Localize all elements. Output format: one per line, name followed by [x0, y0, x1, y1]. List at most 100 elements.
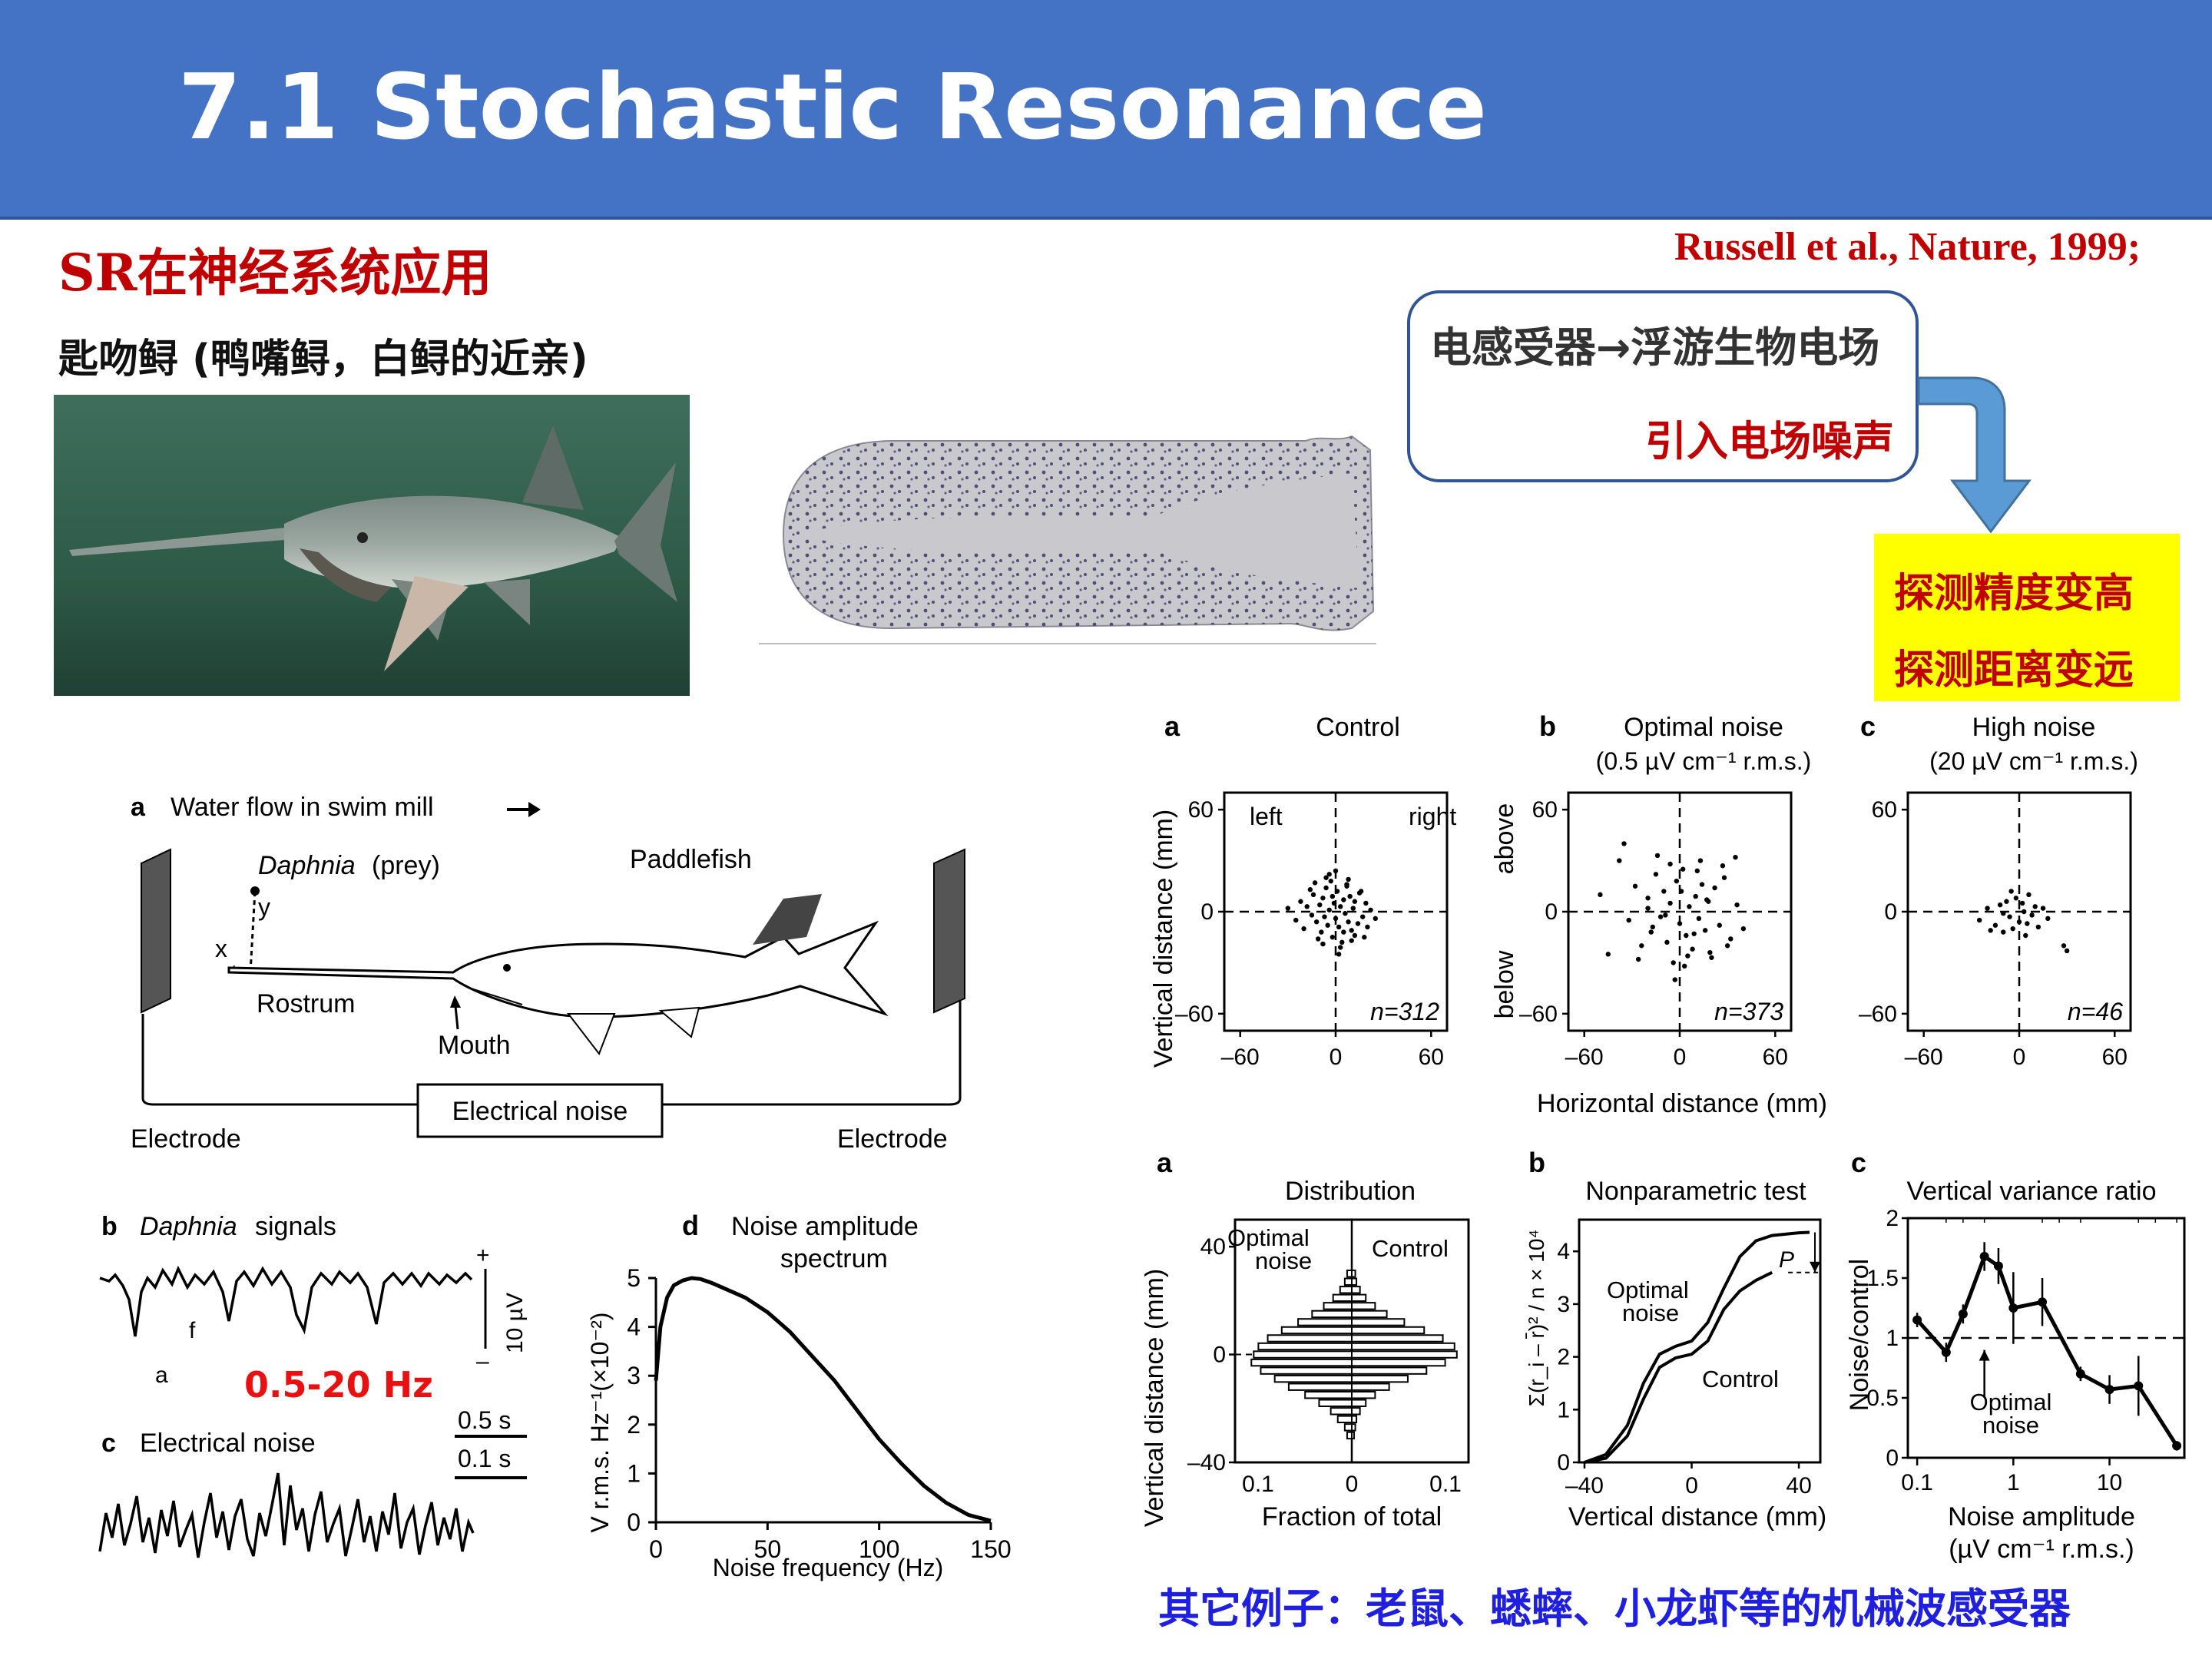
dist-x-tick-label: 0.1: [1242, 1472, 1274, 1497]
scatter-point-high: [2035, 924, 2041, 930]
paddlefish-outline: [227, 920, 889, 1018]
dist-bar-control: [1351, 1310, 1388, 1319]
scatter-y-tick-label: 60: [1532, 797, 1558, 823]
nonpar-line-control: [1584, 1270, 1773, 1464]
scale-time-1: 0.5 s: [458, 1406, 511, 1434]
scatter-point-optimal: [1684, 932, 1689, 939]
scatter-point-control: [1328, 878, 1333, 884]
nonpar-p-arrowhead: [1810, 1261, 1821, 1273]
scatter-point-control: [1317, 902, 1323, 908]
scatter-y-tick-label: 0: [1200, 899, 1214, 925]
dist-bar-control: [1351, 1382, 1390, 1391]
noise-box: [416, 1083, 664, 1138]
spectrum-x-tick-label: 150: [970, 1535, 1011, 1563]
scatter-point-control: [1319, 929, 1324, 935]
dist-title: Distribution: [1285, 1177, 1416, 1206]
scatter-point-optimal: [1661, 889, 1667, 894]
scatter-panel-a-letter: a: [1164, 710, 1181, 742]
scatter-point-optimal: [1694, 868, 1700, 874]
scatter-point-control: [1310, 892, 1316, 898]
scatter-point-optimal: [1733, 854, 1738, 860]
scatter-x-tick-label: –60: [1905, 1045, 1943, 1070]
scatter-point-control: [1326, 907, 1332, 912]
scatter-point-high: [2064, 948, 2070, 954]
ratio-point: [1958, 1309, 1968, 1319]
scatter-point-high: [1985, 906, 1990, 911]
scatter-point-high: [2008, 889, 2014, 894]
dist-bar-optimal: [1253, 1350, 1353, 1359]
scatter-point-optimal: [1678, 889, 1684, 894]
scatter-point-control: [1341, 929, 1346, 935]
scatter-point-optimal: [1702, 928, 1708, 933]
dist-bar-control: [1351, 1293, 1367, 1303]
scatter-point-optimal: [1663, 912, 1668, 918]
dist-optimal-1: Optimal: [1227, 1224, 1310, 1251]
scatter-point-high: [1992, 922, 1998, 928]
scatter-point-control: [1333, 916, 1339, 922]
dist-bar-optimal: [1304, 1391, 1353, 1399]
scatter-point-optimal: [1639, 943, 1644, 949]
panel-d-letter: d: [682, 1210, 699, 1241]
nonpar-optimal-2: noise: [1622, 1300, 1679, 1326]
bent-arrow-icon: [1917, 376, 2032, 534]
scatter-point-control: [1349, 928, 1354, 933]
citation: Russell et al., Nature, 1999;: [1674, 225, 2141, 269]
nonpar-x-tick-label: –40: [1565, 1473, 1604, 1498]
scatter-point-optimal: [1734, 902, 1740, 908]
noise-spectrum-chart: d Noise amplitude spectrum V r.m.s. Hz⁻¹…: [586, 1210, 1012, 1581]
scatter-point-control: [1336, 952, 1342, 957]
scatter-point-control: [1343, 911, 1348, 916]
scatter-y-tick-label: 0: [1545, 899, 1558, 925]
panel-b-title: signals: [255, 1212, 336, 1241]
scatter-point-control: [1360, 914, 1366, 919]
scatter-point-optimal: [1721, 875, 1727, 880]
dist-bar-optimal: [1339, 1286, 1353, 1294]
scatter-plots: a b c Control Optimal noise (0.5 µV cm⁻¹…: [1149, 710, 2138, 1118]
paddlefish-photo: [54, 395, 690, 696]
nonpar-ylabel: Σ(r_i – r̄)² / n × 10⁴: [1525, 1230, 1548, 1407]
scatter-point-optimal: [1648, 929, 1654, 935]
scatter-x-tick-label: –60: [1221, 1045, 1260, 1070]
dist-bar-control: [1351, 1391, 1376, 1399]
result-box: [1874, 534, 2180, 701]
scatter-point-optimal: [1682, 963, 1687, 969]
dist-bar-control: [1351, 1318, 1406, 1326]
result-line-1: 探测精度变高: [1894, 571, 2134, 617]
scatter-point-control: [1350, 906, 1356, 911]
panel-b-title-italic: Daphnia: [140, 1212, 237, 1241]
scatter-point-control: [1347, 893, 1353, 899]
scatter-point-optimal: [1720, 863, 1726, 869]
ratio-point: [2075, 1369, 2085, 1379]
daphnia-signal-trace: [99, 1265, 473, 1337]
scatter-point-control: [1301, 926, 1306, 932]
dist-x-tick-label: 0: [1346, 1472, 1359, 1497]
right-electrode-plate: [933, 848, 965, 1014]
scatter-xlabel: Horizontal distance (mm): [1537, 1089, 1827, 1118]
scatter-point-optimal: [1664, 939, 1670, 945]
dist-ylabel: Vertical distance (mm): [1144, 1269, 1169, 1527]
dist-bar-control: [1351, 1407, 1361, 1416]
scatter-point-control: [1322, 914, 1327, 919]
ratio-point: [1979, 1251, 1989, 1261]
scatter-point-control: [1339, 939, 1345, 945]
spectrum-title-2: spectrum: [780, 1244, 888, 1273]
scatter-point-control: [1358, 889, 1364, 894]
scatter-point-control: [1320, 896, 1326, 901]
dist-bar-optimal: [1318, 1399, 1353, 1407]
dist-bar-control: [1351, 1270, 1356, 1278]
section-subtitle: SR在神经系统应用: [58, 243, 492, 303]
scatter-point-optimal: [1605, 952, 1611, 957]
dist-bar-control: [1351, 1277, 1358, 1286]
scatter-y-tick-label: –60: [1519, 1002, 1558, 1027]
scatter-point-optimal: [1690, 946, 1695, 952]
dist-bar-control: [1351, 1358, 1446, 1367]
scatter-point-optimal: [1704, 897, 1710, 902]
prey-label: (prey): [372, 851, 440, 880]
ratio-y-tick-label: 2: [1886, 1206, 1899, 1231]
statistics-charts: a b c Distribution Nonparametric test Ve…: [1144, 1147, 2186, 1564]
nonpar-line-optimal: [1584, 1230, 1810, 1464]
scatter-panel-c-letter: c: [1860, 710, 1876, 742]
ratio-series-line: [1916, 1253, 2179, 1447]
scatter-below-label: below: [1490, 950, 1519, 1018]
scatter-point-optimal: [1724, 943, 1730, 949]
